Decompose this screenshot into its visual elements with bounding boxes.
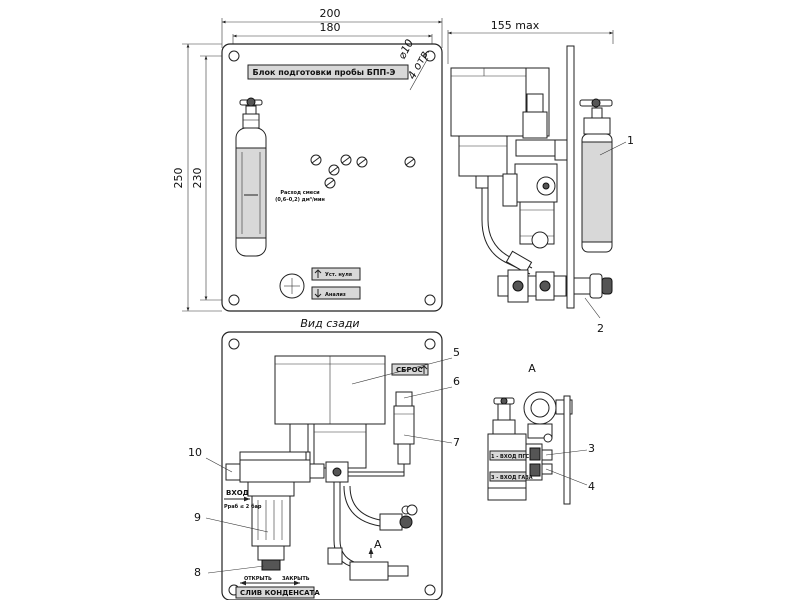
- reset-label: СБРОС: [396, 366, 423, 374]
- callout-4: 4: [588, 480, 595, 493]
- pressure-label: Pраб ≤ 2 бар: [224, 503, 262, 510]
- dim-depth: 155 max: [491, 19, 540, 32]
- callout-5: 5: [453, 346, 460, 359]
- title-plate: [247, 64, 409, 80]
- zero-label: Уст. нуля: [325, 272, 352, 278]
- callout-10: 10: [188, 446, 202, 459]
- front-plate: [221, 43, 443, 312]
- callout-7: 7: [453, 436, 460, 449]
- needle-valve[interactable]: [239, 97, 263, 129]
- detail-title: А: [528, 362, 536, 375]
- front-view: 200 180 250 230 ⌀10 4 отв. Блок подготов…: [172, 7, 443, 312]
- drain-label: СЛИВ КОНДЕНСАТА: [240, 589, 320, 597]
- side-view: 155 max: [447, 19, 634, 335]
- drain-label-plate: [235, 586, 315, 599]
- dim-height-holes: 230: [191, 168, 204, 189]
- side-plate-edge: [566, 45, 575, 309]
- dim-width-holes: 180: [320, 21, 341, 34]
- inlet-pgs-label: 1 - ВХОД ПГС: [491, 454, 530, 460]
- inlet-gas-plate: [489, 471, 527, 482]
- open-label: ОТКРЫТЬ: [244, 576, 272, 582]
- mount-hole-bl: [228, 294, 240, 306]
- inlet-pgs-plate: [489, 450, 527, 461]
- flowmeter: [235, 127, 267, 257]
- dim-width-overall: 200: [320, 7, 341, 20]
- callout-9: 9: [194, 511, 201, 524]
- callout-6: 6: [453, 375, 460, 388]
- inlet-gas-label: 3 - ВХОД ГАЗА: [491, 475, 533, 481]
- mount-hole-br: [424, 294, 436, 306]
- view-marker-a: А: [374, 538, 382, 551]
- detail-view-a: А 1 - ВХОД ПГС 3 - ВХОД ГАЗА 3 4: [487, 362, 595, 505]
- callout-1: 1: [627, 134, 634, 147]
- rear-caption: Вид сзади: [300, 317, 359, 330]
- filter-housing: [247, 481, 295, 497]
- close-label: ЗАКРЫТЬ: [282, 576, 310, 582]
- analysis-label: Анализ: [325, 292, 346, 298]
- front-title: Блок подготовки пробы БПП-Э: [253, 67, 396, 77]
- callout-8: 8: [194, 566, 201, 579]
- flow-label-2: (0,6–0,2) дм³/мин: [275, 197, 325, 203]
- inlet-label: ВХОД: [226, 489, 249, 497]
- reset-label-plate: [391, 363, 429, 376]
- screw-row: [310, 154, 416, 189]
- callout-3: 3: [588, 442, 595, 455]
- dim-height-overall: 250: [172, 168, 185, 189]
- drain-valve[interactable]: [261, 559, 281, 571]
- mount-hole-tl: [228, 50, 240, 62]
- zero-label-plate: [311, 267, 361, 281]
- flow-label-1: Расход смеси: [280, 190, 320, 196]
- callout-2: 2: [597, 322, 604, 335]
- rear-view: Вид сзади СБРОС: [188, 317, 460, 600]
- analysis-label-plate: [311, 286, 361, 300]
